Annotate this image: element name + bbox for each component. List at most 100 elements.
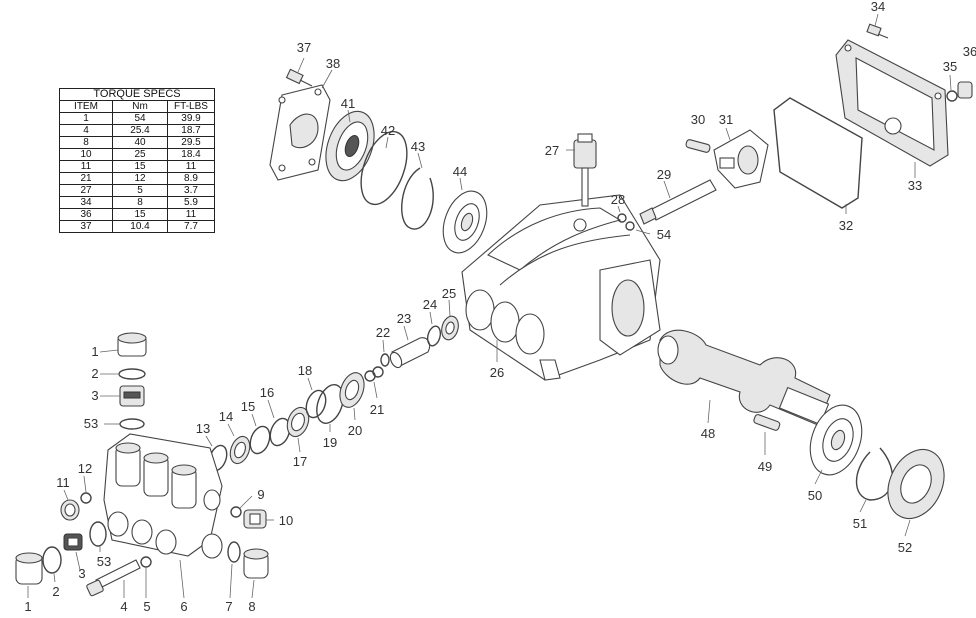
piston-23 bbox=[389, 337, 431, 369]
label-2a: 2 bbox=[91, 366, 98, 381]
bearing-cover-52 bbox=[887, 449, 945, 519]
crankcase-26 bbox=[461, 194, 661, 381]
label-31: 31 bbox=[719, 112, 733, 127]
label-27: 27 bbox=[545, 143, 559, 158]
cell-ftlbs: 7.7 bbox=[167, 220, 215, 233]
snap-ring-43 bbox=[401, 167, 434, 230]
label-32: 32 bbox=[839, 218, 853, 233]
label-18: 18 bbox=[298, 363, 312, 378]
label-15: 15 bbox=[241, 399, 255, 414]
rear-cover-33 bbox=[835, 39, 949, 167]
plug-1a bbox=[117, 332, 147, 357]
o-ring-18 bbox=[305, 389, 327, 419]
label-1a: 1 bbox=[91, 344, 98, 359]
bearing-seal-41 bbox=[325, 110, 375, 182]
o-ring-7 bbox=[227, 541, 241, 563]
label-34: 34 bbox=[871, 0, 885, 14]
bolt-37 bbox=[285, 68, 313, 87]
label-10: 10 bbox=[279, 513, 293, 528]
label-29: 29 bbox=[657, 167, 671, 182]
valve-3a bbox=[119, 385, 145, 407]
label-44: 44 bbox=[453, 164, 467, 179]
label-38: 38 bbox=[326, 56, 340, 71]
label-3b: 3 bbox=[78, 566, 85, 581]
label-33: 33 bbox=[908, 178, 922, 193]
seal-17 bbox=[286, 406, 310, 438]
label-23: 23 bbox=[397, 311, 411, 326]
seal-19 bbox=[316, 384, 344, 424]
connecting-rod-31 bbox=[713, 129, 769, 189]
label-13: 13 bbox=[196, 421, 210, 436]
o-ring-42 bbox=[360, 130, 408, 206]
label-30: 30 bbox=[691, 112, 705, 127]
o-ring-2b bbox=[42, 546, 62, 574]
o-ring-15 bbox=[249, 425, 271, 455]
seal-25 bbox=[441, 315, 459, 341]
label-41: 41 bbox=[341, 96, 355, 111]
bolt-4 bbox=[86, 559, 141, 597]
washer-5 bbox=[140, 556, 152, 568]
label-19: 19 bbox=[323, 435, 337, 450]
o-ring-12 bbox=[80, 492, 92, 504]
seal-53b bbox=[89, 521, 107, 547]
washer-22 bbox=[380, 353, 390, 367]
label-22: 22 bbox=[376, 325, 390, 340]
label-24: 24 bbox=[423, 297, 437, 312]
label-6: 6 bbox=[180, 599, 187, 614]
label-53b: 53 bbox=[97, 554, 111, 569]
seal-retainer-14 bbox=[229, 435, 251, 465]
plug-10 bbox=[243, 509, 267, 529]
label-4: 4 bbox=[120, 599, 127, 614]
plug-1b bbox=[15, 552, 43, 585]
label-11: 11 bbox=[56, 475, 70, 490]
label-50: 50 bbox=[808, 488, 822, 503]
label-42: 42 bbox=[381, 123, 395, 138]
crankshaft-48 bbox=[657, 329, 831, 426]
washer-54 bbox=[625, 221, 635, 231]
label-14: 14 bbox=[219, 409, 233, 424]
oil-dipstick-27 bbox=[573, 133, 597, 207]
label-26: 26 bbox=[490, 365, 504, 380]
seal-16 bbox=[269, 417, 291, 447]
label-7: 7 bbox=[225, 599, 232, 614]
label-48: 48 bbox=[701, 426, 715, 441]
plug-8 bbox=[243, 548, 269, 579]
washer-35 bbox=[946, 90, 958, 102]
seal-53a bbox=[119, 418, 145, 430]
plug-36 bbox=[957, 81, 973, 99]
label-12: 12 bbox=[78, 461, 92, 476]
label-28: 28 bbox=[611, 192, 625, 207]
seal-24 bbox=[426, 325, 442, 347]
label-5: 5 bbox=[143, 599, 150, 614]
bearing-50 bbox=[809, 404, 863, 476]
pin-30 bbox=[685, 139, 711, 153]
bearing-44 bbox=[442, 190, 488, 254]
label-52: 52 bbox=[898, 540, 912, 555]
label-1b: 1 bbox=[24, 599, 31, 614]
manifold-6 bbox=[103, 433, 223, 559]
label-35: 35 bbox=[943, 59, 957, 74]
gasket-32 bbox=[773, 97, 863, 209]
label-2b: 2 bbox=[52, 584, 59, 599]
label-16: 16 bbox=[260, 385, 274, 400]
cap-11 bbox=[60, 499, 80, 521]
key-49 bbox=[753, 414, 781, 431]
label-37: 37 bbox=[297, 40, 311, 55]
label-43: 43 bbox=[411, 139, 425, 154]
nut-21 bbox=[364, 366, 384, 382]
o-ring-28 bbox=[617, 213, 627, 223]
label-49: 49 bbox=[758, 459, 772, 474]
label-3a: 3 bbox=[91, 388, 98, 403]
bolt-34 bbox=[866, 23, 889, 39]
label-36: 36 bbox=[963, 44, 976, 59]
label-53a: 53 bbox=[84, 416, 98, 431]
label-25: 25 bbox=[442, 286, 456, 301]
label-8: 8 bbox=[248, 599, 255, 614]
